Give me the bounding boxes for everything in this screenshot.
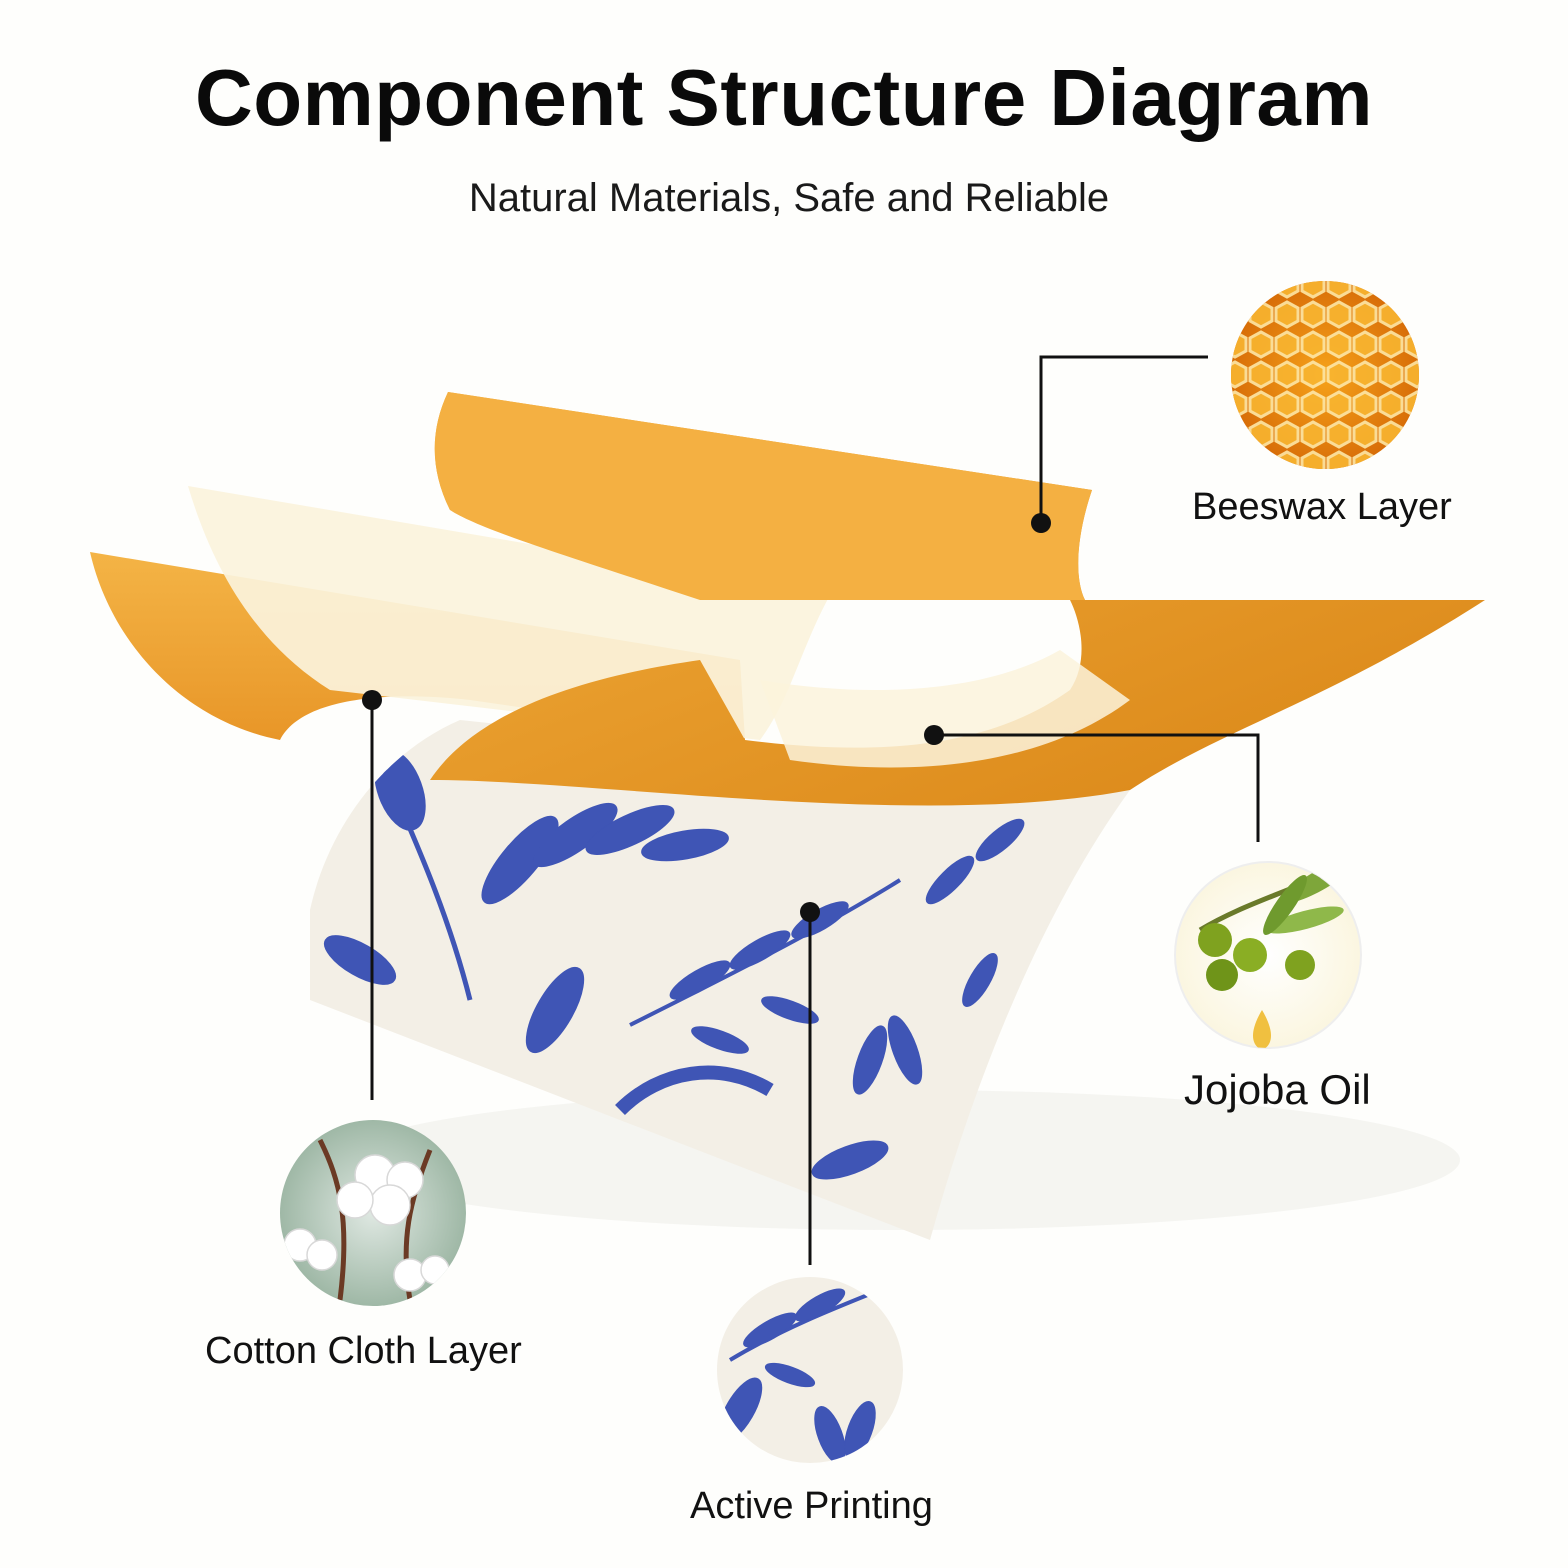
beeswax-sheet-upper-face <box>434 392 1092 600</box>
beeswax-layer-label: Beeswax Layer <box>1192 486 1452 528</box>
cotton-cloth-layer-label: Cotton Cloth Layer <box>205 1330 522 1372</box>
page-subtitle: Natural Materials, Safe and Reliable <box>468 176 1110 220</box>
cotton-boll-icon <box>280 1120 466 1306</box>
leader-lines <box>370 355 1260 1265</box>
honeycomb-icon <box>1231 281 1419 469</box>
oil-sheet-curl <box>760 650 1130 768</box>
active-printing-label: Active Printing <box>690 1485 933 1527</box>
leader-dots <box>362 513 1051 922</box>
floral-pattern-icon <box>717 1277 903 1463</box>
jojoba-oil-label: Jojoba Oil <box>1184 1066 1371 1113</box>
cotton-cloth-layer <box>310 720 1130 1240</box>
page-title: Component Structure Diagram <box>194 53 1374 142</box>
olive-branch-icon <box>1174 861 1362 1049</box>
